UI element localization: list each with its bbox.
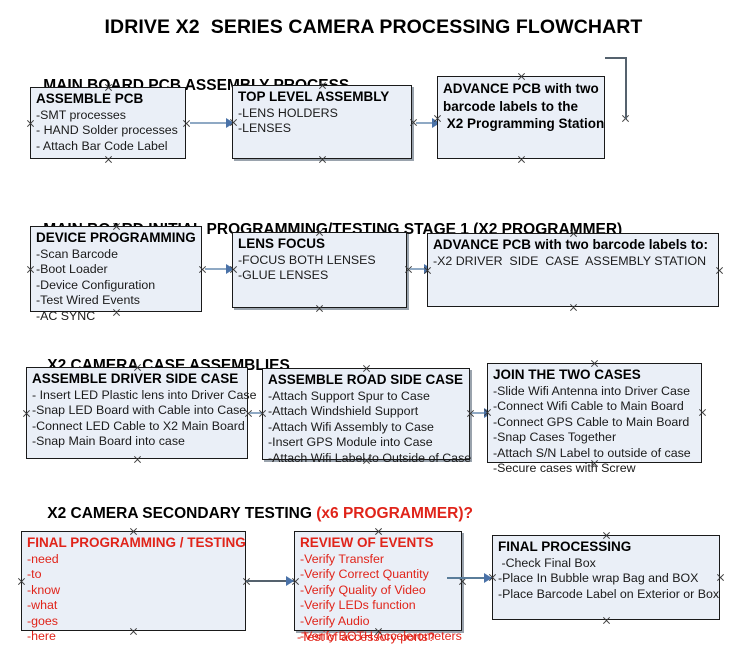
box-review-of-events[interactable]: REVIEW OF EVENTS -Verify Transfer -Verif…: [294, 531, 462, 643]
box-line: -Slide Wifi Antenna into Driver Case: [493, 384, 690, 398]
box-assemble-pcb[interactable]: ASSEMBLE PCB -SMT processes - HAND Solde…: [30, 87, 186, 159]
connector-line: [250, 412, 268, 414]
box-final-processing[interactable]: FINAL PROCESSING -Check Final Box -Place…: [492, 535, 720, 620]
box-line: -Attach S/N Label to outside of case: [493, 445, 691, 460]
box-line: -Insert GPS Module into Case: [268, 435, 433, 450]
box-line: -to: [27, 567, 42, 582]
box-line: -Connect LED Cable to X2 Main Board: [32, 418, 245, 433]
box-title: LENS FOCUS: [238, 236, 326, 251]
connector-arrow-icon: [484, 573, 492, 583]
box-line: -GLUE LENSES: [238, 268, 329, 283]
connector-line: [246, 580, 294, 582]
box-line: -Attach Wifi Assembly to Case: [268, 419, 434, 434]
box-line: -Verify LEDs function: [300, 598, 416, 613]
box-line: -X2 DRIVER SIDE CASE ASSEMBLY STATION: [433, 254, 707, 268]
box-line: - Attach Bar Code Label: [36, 138, 168, 153]
box-line: - HAND Solder processes: [36, 123, 178, 138]
box-title: JOIN THE TWO CASES: [493, 367, 641, 382]
box-line: -Snap Main Board into case: [32, 434, 185, 449]
connector-line: [605, 57, 627, 59]
box-line: -goes: [27, 613, 58, 628]
box-assemble-road-side-case[interactable]: ASSEMBLE ROAD SIDE CASE -Attach Support …: [262, 368, 471, 465]
box-line: -Place Barcode Label on Exterior or Box: [498, 586, 720, 601]
box-advance-pcb-station[interactable]: ADVANCE PCB with two barcode labels to t…: [437, 76, 605, 159]
box-line: -Attach Windshield Support: [268, 404, 419, 419]
connector-arrow-icon: [286, 576, 294, 586]
box-title: FINAL PROGRAMMING / TESTING: [27, 535, 246, 550]
box-line: -AC SYNC: [36, 308, 96, 323]
connector-line: [205, 268, 230, 270]
box-top-level-assembly[interactable]: TOP LEVEL ASSEMBLY -LENS HOLDERS -LENSES: [232, 85, 412, 159]
box-join-the-two-cases[interactable]: JOIN THE TWO CASES -Slide Wifi Antenna i…: [487, 363, 702, 475]
connector-arrow-icon: [432, 118, 440, 128]
box-line: -here: [27, 629, 56, 644]
connector-line: [625, 57, 627, 119]
box-line: -Verify Audio: [300, 613, 370, 628]
connector-arrow-icon: [226, 264, 234, 274]
box-line: -Check Final Box: [498, 556, 596, 570]
box-line: -Boot Loader: [36, 262, 108, 277]
connector-line: [410, 268, 430, 270]
connector-arrow-icon: [226, 118, 234, 128]
box-advance-pcb-driver-side[interactable]: ADVANCE PCB with two barcode labels to: …: [427, 233, 719, 307]
connector-line: [190, 122, 230, 124]
box-line: - Insert LED Plastic lens into Driver Ca…: [32, 388, 257, 402]
box-line: -Verify BOTH Accelerometers: [300, 629, 462, 644]
box-device-programming[interactable]: DEVICE PROGRAMMING -Scan Barcode -Boot L…: [30, 226, 202, 323]
page-title: IDRIVE X2 SERIES CAMERA PROCESSING FLOWC…: [104, 16, 643, 38]
box-title: ADVANCE PCB with two barcode labels to t…: [443, 81, 605, 131]
box-title: ADVANCE PCB with two barcode labels to:: [433, 237, 709, 252]
box-title: ASSEMBLE DRIVER SIDE CASE: [32, 371, 239, 386]
box-title: REVIEW OF EVENTS: [300, 535, 434, 550]
box-assemble-driver-side-case[interactable]: ASSEMBLE DRIVER SIDE CASE - Insert LED P…: [26, 367, 257, 459]
box-line: -what: [27, 598, 58, 613]
box-line: -Snap Cases Together: [493, 430, 617, 445]
box-line: -Verify Quality of Video: [300, 582, 426, 597]
box-title: FINAL PROCESSING: [498, 539, 632, 554]
box-line: -Connect Wifi Cable to Main Board: [493, 399, 684, 414]
box-line: -LENS HOLDERS: [238, 106, 338, 120]
box-title: ASSEMBLE PCB: [36, 91, 144, 106]
connector-line: [447, 577, 492, 579]
box-title: DEVICE PROGRAMMING: [36, 230, 196, 245]
box-line: -Verify Correct Quantity: [300, 567, 429, 582]
box-title: ASSEMBLE ROAD SIDE CASE: [268, 372, 464, 387]
section-heading-4-note: (x6 PROGRAMMER)?: [316, 505, 473, 522]
section-heading-4: X2 CAMERA SECONDARY TESTING (x6 PROGRAMM…: [30, 487, 473, 541]
box-line: -Test Wired Events: [36, 293, 140, 308]
box-line: -Verify Transfer: [300, 552, 385, 566]
box-line: -FOCUS BOTH LENSES: [238, 253, 376, 267]
box-lens-focus[interactable]: LENS FOCUS -FOCUS BOTH LENSES -GLUE LENS…: [232, 232, 407, 308]
box-line: -Snap LED Board with Cable into Case: [32, 403, 247, 418]
box-line: -need: [27, 552, 59, 566]
box-title: TOP LEVEL ASSEMBLY: [238, 89, 390, 104]
box-line: -SMT processes: [36, 108, 126, 122]
box-line: -Place In Bubble wrap Bag and BOX: [498, 571, 699, 586]
box-line: -Device Configuration: [36, 277, 156, 292]
box-line: -LENSES: [238, 121, 292, 136]
box-final-programming-testing[interactable]: FINAL PROGRAMMING / TESTING -need -to -k…: [21, 531, 246, 643]
box-line: -Attach Support Spur to Case: [268, 389, 430, 403]
connector-line: [416, 122, 436, 124]
section-heading-4-text: X2 CAMERA SECONDARY TESTING: [47, 505, 317, 522]
box-line: -Scan Barcode: [36, 247, 118, 261]
box-line: -Attach Wifi Label to Outside of Case: [268, 450, 472, 465]
box-line: -Connect GPS Cable to Main Board: [493, 414, 690, 429]
box-line: -Secure cases with Screw: [493, 461, 636, 476]
connector-line: [472, 412, 490, 414]
box-overflow-line: -Test of accessory ports?: [297, 630, 435, 644]
box-line: -know: [27, 582, 61, 597]
